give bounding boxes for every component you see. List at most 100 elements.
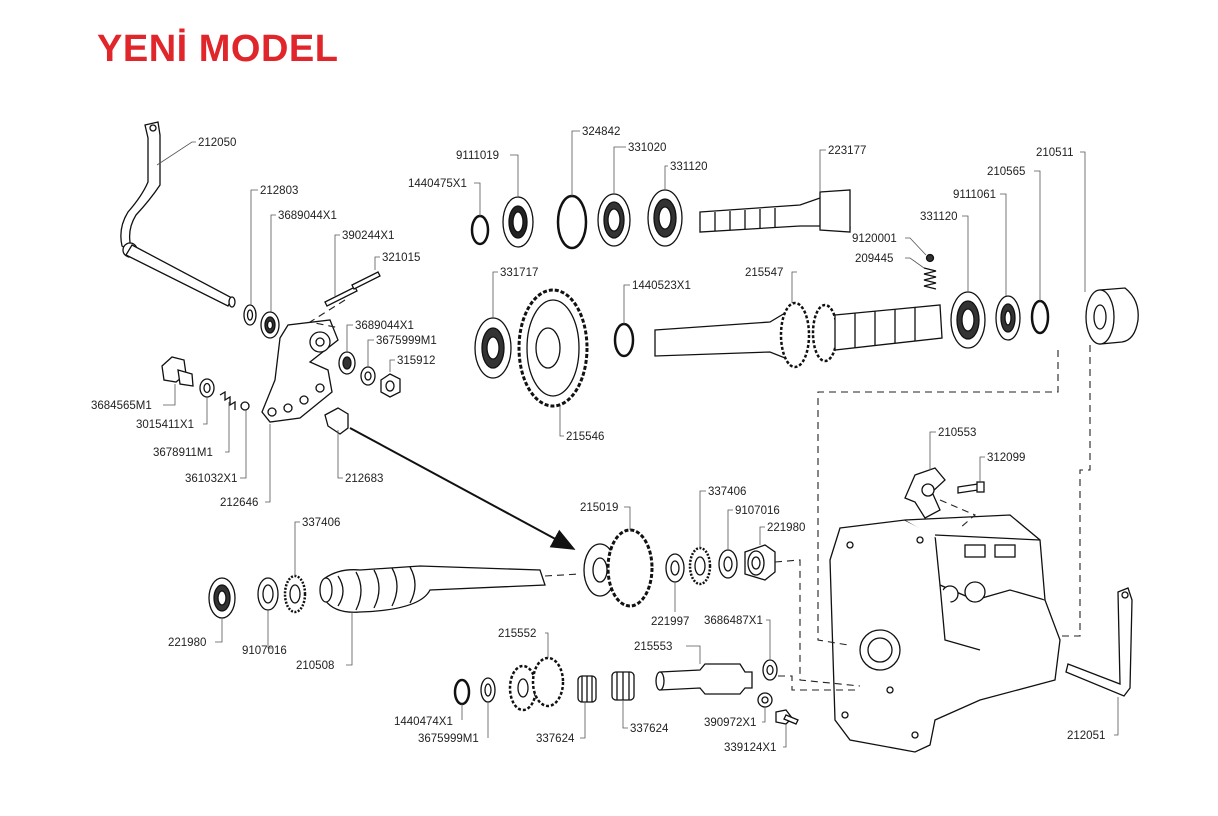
ball-9120001 <box>925 253 935 263</box>
bearing-337624-b <box>611 671 635 701</box>
diagram-title: YENİ MODEL <box>97 28 339 70</box>
label-337406-b: 337406 <box>708 486 746 498</box>
bracket-212646 <box>261 319 339 423</box>
washer-9107016-a <box>257 577 279 611</box>
label-212803: 212803 <box>260 185 298 197</box>
label-212683: 212683 <box>345 473 383 485</box>
ring-324842 <box>556 194 588 250</box>
label-1440523X1: 1440523X1 <box>632 280 691 292</box>
label-324842: 324842 <box>582 126 620 138</box>
label-3675999M1-b: 3675999M1 <box>418 733 479 745</box>
pin-321015 <box>351 271 381 290</box>
circlip-1440475X1 <box>470 214 490 246</box>
label-331120-b: 331120 <box>920 211 958 223</box>
label-3689044X1-a: 3689044X1 <box>278 210 337 222</box>
shaft-223177 <box>699 189 851 233</box>
pin-212683 <box>324 407 349 435</box>
bearing-331120-a <box>647 189 683 247</box>
gearbox-housing <box>829 514 1061 753</box>
label-212051: 212051 <box>1067 730 1105 742</box>
seal-9111019 <box>502 196 534 248</box>
bearing-331120-b <box>950 291 986 349</box>
washer-3686487X1 <box>762 659 778 681</box>
label-221980-a: 221980 <box>168 637 206 649</box>
bolt-312099 <box>957 481 985 494</box>
pin-390244X1 <box>324 286 358 307</box>
label-390972X1: 390972X1 <box>704 717 756 729</box>
bearing-9111061 <box>995 295 1021 341</box>
label-215547: 215547 <box>745 267 783 279</box>
bearing-337624-a <box>577 675 597 703</box>
label-331717: 331717 <box>500 267 538 279</box>
label-3015411X1: 3015411X1 <box>136 419 194 431</box>
lever-212051 <box>1065 587 1133 697</box>
label-9107016-b: 9107016 <box>735 505 780 517</box>
label-215552: 215552 <box>498 628 536 640</box>
washer-221997 <box>665 553 685 583</box>
leader-lines <box>156 130 1119 748</box>
label-315912: 315912 <box>397 355 435 367</box>
label-3689044X1-b: 3689044X1 <box>355 320 414 332</box>
shaft-215547 <box>654 301 943 369</box>
label-331020: 331020 <box>628 142 666 154</box>
gear-215546 <box>517 288 589 408</box>
part-number-labels: 212050 212803 3689044X1 390244X1 321015 … <box>91 126 1105 754</box>
washer-3015411X1 <box>199 378 215 398</box>
label-209445: 209445 <box>855 253 893 265</box>
label-210508: 210508 <box>296 660 334 672</box>
label-312099: 312099 <box>987 452 1025 464</box>
label-9107016-a: 9107016 <box>242 645 287 657</box>
lever-212050 <box>120 121 236 308</box>
gear-215019 <box>583 528 654 608</box>
spring-3678911M1 <box>219 390 236 410</box>
fork-210553 <box>904 467 946 519</box>
washer-390972X1 <box>757 692 773 708</box>
spring-209445 <box>923 267 937 290</box>
label-1440475X1: 1440475X1 <box>408 178 467 190</box>
label-210565: 210565 <box>987 166 1025 178</box>
label-390244X1: 390244X1 <box>342 230 394 242</box>
label-331120-a: 331120 <box>670 161 708 173</box>
washer-212803 <box>243 304 257 326</box>
label-210553: 210553 <box>938 427 976 439</box>
label-212050: 212050 <box>198 137 236 149</box>
bearing-3689044X1-b <box>338 351 356 375</box>
label-221997: 221997 <box>651 616 689 628</box>
bearing-331717 <box>474 317 512 379</box>
bearing-337406-b <box>688 546 712 586</box>
washer-9107016-b <box>718 549 738 579</box>
gear-215552 <box>508 656 565 712</box>
worm-shaft-210508 <box>319 565 546 613</box>
washer-3675999M1 <box>360 366 376 386</box>
ball-361032X1 <box>240 401 250 411</box>
bolt-339124X1 <box>775 709 799 725</box>
label-1440474X1: 1440474X1 <box>394 716 453 728</box>
bearing-331020 <box>597 193 631 247</box>
bushing-221980-a <box>208 577 236 619</box>
label-215553: 215553 <box>634 641 672 653</box>
label-3678911M1: 3678911M1 <box>153 447 213 459</box>
label-361032X1: 361032X1 <box>185 473 237 485</box>
label-3675999M1-a: 3675999M1 <box>376 335 437 347</box>
nut-315912 <box>380 373 401 398</box>
shaft-215553 <box>655 663 753 695</box>
label-210511: 210511 <box>1036 147 1074 159</box>
label-339124X1: 339124X1 <box>724 742 776 754</box>
label-321015: 321015 <box>382 252 420 264</box>
label-212646: 212646 <box>220 497 258 509</box>
label-3684565M1: 3684565M1 <box>91 400 152 412</box>
assembly-arrow <box>349 427 576 550</box>
circlip-1440523X1 <box>613 322 635 358</box>
label-3686487X1: 3686487X1 <box>704 615 763 627</box>
washer-3675999M1-b <box>480 677 496 703</box>
label-215546: 215546 <box>566 431 604 443</box>
plug-3684565M1 <box>161 356 194 387</box>
label-215019: 215019 <box>580 502 618 514</box>
bushing-221980-b <box>744 544 776 581</box>
label-337406-a: 337406 <box>302 517 340 529</box>
label-337624-b: 337624 <box>630 723 669 735</box>
circlip-1440474X1 <box>453 678 471 706</box>
bearing-3689044X1-a <box>260 311 280 339</box>
assembly-dashed-lines <box>308 299 1091 691</box>
